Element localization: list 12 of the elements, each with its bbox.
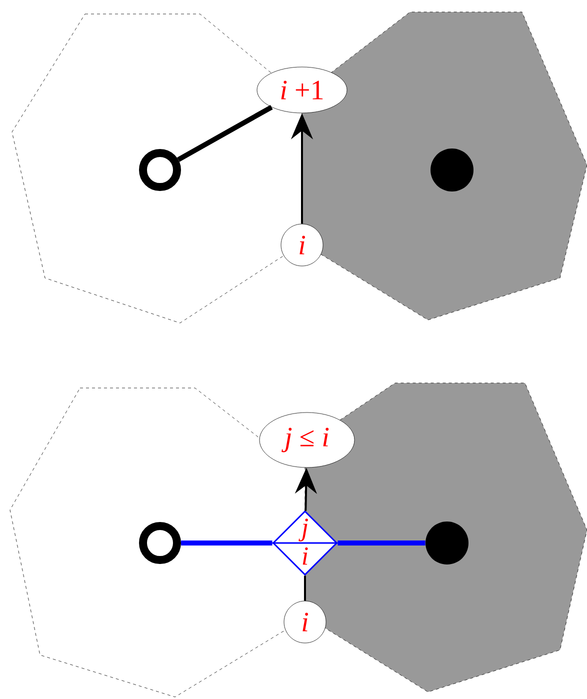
- circle-label: i: [280, 224, 324, 266]
- ellipse-label: i +1: [256, 66, 348, 114]
- connector-line: [338, 540, 426, 546]
- filled-circle: [426, 522, 468, 564]
- connector-line: [304, 576, 306, 601]
- open-circle: [139, 522, 181, 564]
- connector-line: [177, 104, 273, 162]
- circle-label: i: [284, 600, 326, 644]
- filled-circle: [430, 148, 474, 192]
- open-circle: [139, 149, 181, 191]
- ellipse-label: j ≤ i: [259, 412, 355, 468]
- connector-line: [181, 540, 272, 546]
